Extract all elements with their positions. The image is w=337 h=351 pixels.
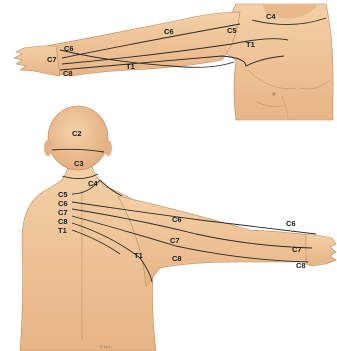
label-c8-back-hand: C8 xyxy=(296,261,306,270)
label-t1-back: T1 xyxy=(58,226,67,235)
label-c2: C2 xyxy=(72,129,82,138)
label-t1-back-arm: T1 xyxy=(134,251,143,260)
label-c4-back: C4 xyxy=(88,179,98,188)
label-c7-front: C7 xyxy=(47,55,57,64)
label-c3: C3 xyxy=(74,159,84,168)
label-c7-back: C7 xyxy=(58,208,68,217)
label-c8-back-arm: C8 xyxy=(172,254,182,263)
label-c5-back: C5 xyxy=(58,190,68,199)
label-t1-front-arm: T1 xyxy=(126,62,135,71)
label-c6-back-hand: C6 xyxy=(286,219,296,228)
back-hand xyxy=(306,234,336,266)
label-t1-front-chest: T1 xyxy=(246,40,255,49)
label-c6-back: C6 xyxy=(58,199,68,208)
back-figure: C2 C3 C4 C5 C6 C7 C8 T1 C6 C7 C8 T1 C6 C… xyxy=(20,106,336,351)
label-c6-front-shoulder: C6 xyxy=(164,27,174,36)
label-c5-front: C5 xyxy=(227,26,237,35)
label-c4-front: C4 xyxy=(266,12,276,21)
label-c8-back: C8 xyxy=(58,217,68,226)
ear-left xyxy=(44,140,52,156)
label-c7-back-arm: C7 xyxy=(170,236,180,245)
label-c7-back-hand: C7 xyxy=(292,245,302,254)
label-c6-front-hand: C6 xyxy=(64,44,74,53)
ear-right xyxy=(104,140,112,156)
front-figure: C4 C5 C6 T1 T1 C6 C7 C8 xyxy=(14,4,333,120)
label-c8-front: C8 xyxy=(63,69,73,78)
back-arm xyxy=(118,196,318,286)
signature-mark: © N.Z. xyxy=(100,344,112,349)
label-c6-back-arm: C6 xyxy=(172,215,182,224)
nipple xyxy=(272,92,276,96)
